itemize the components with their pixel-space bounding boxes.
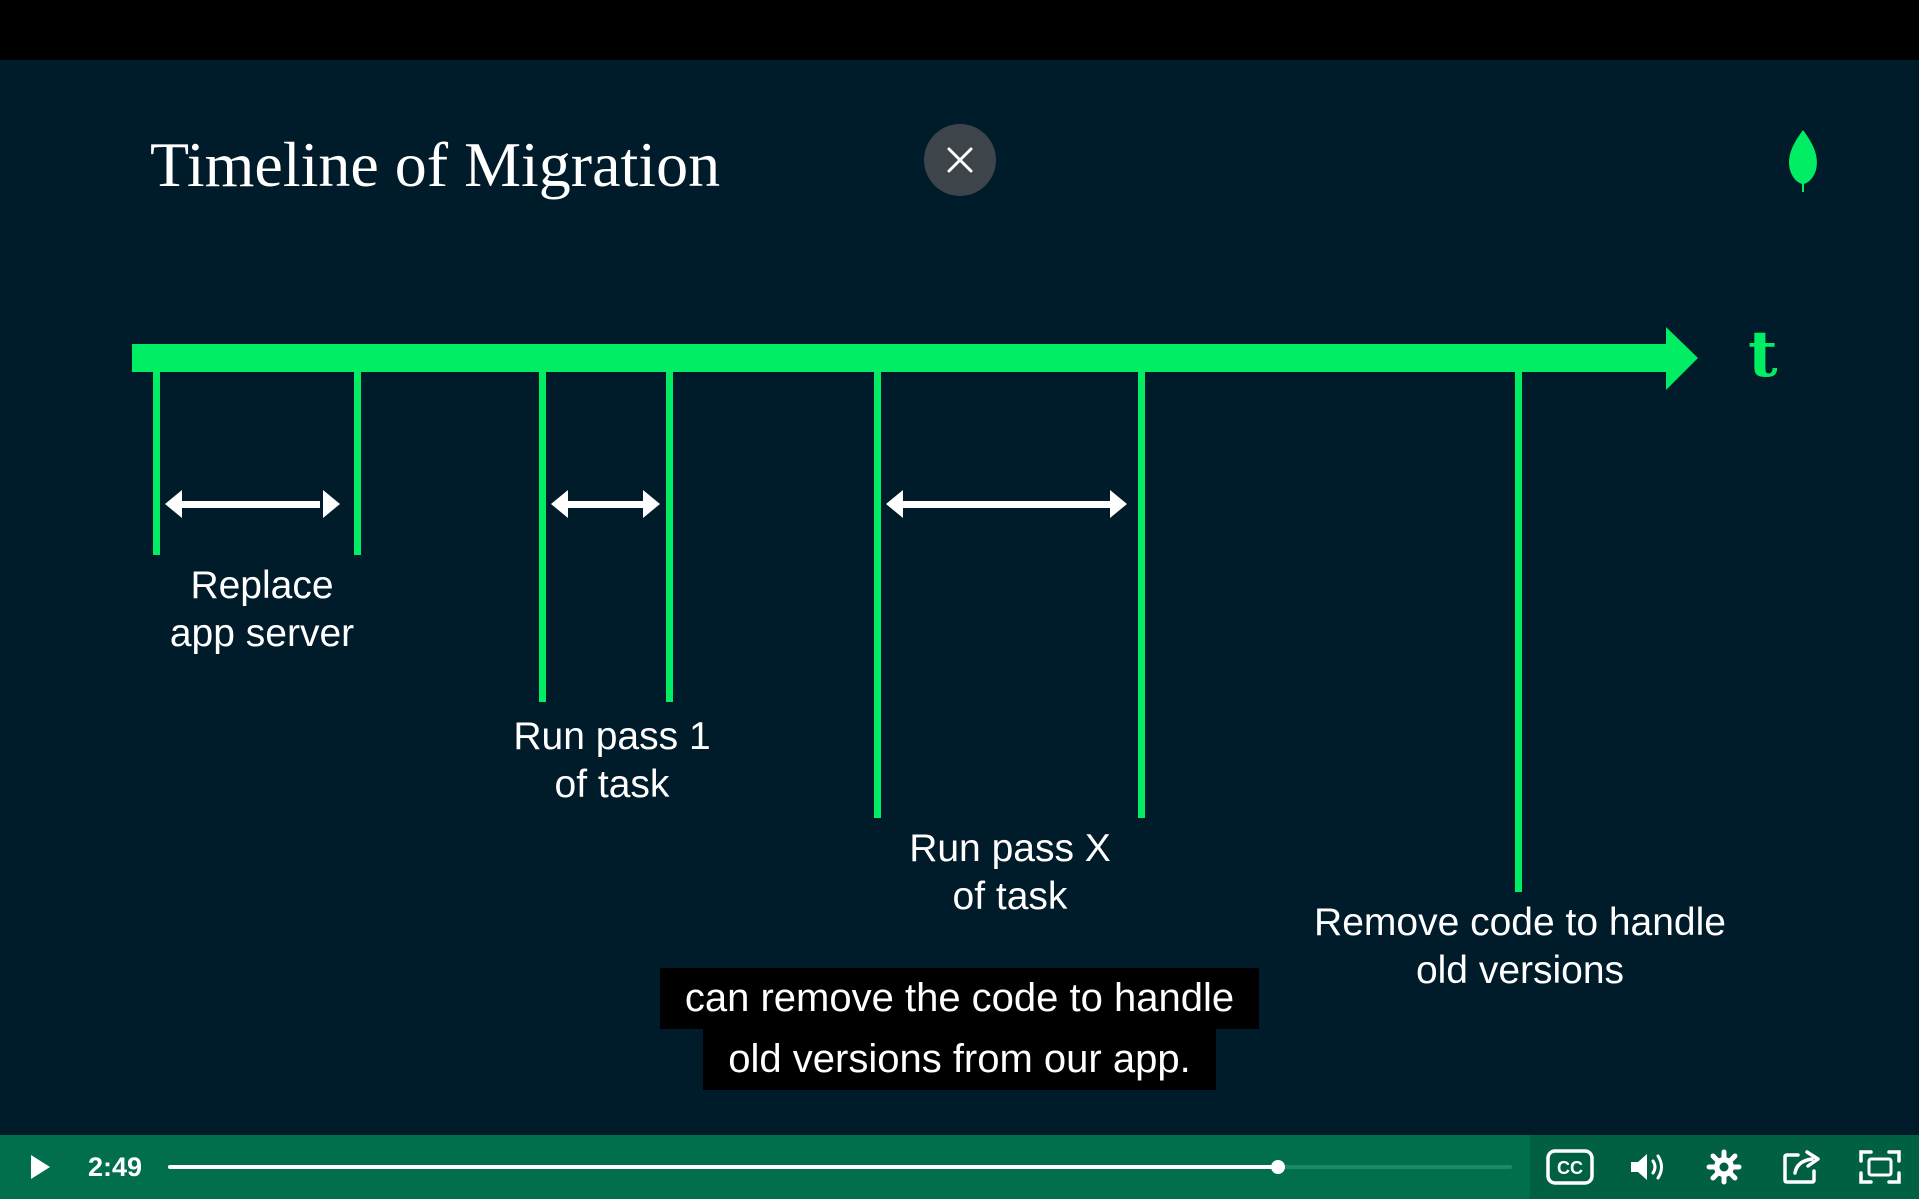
share-button[interactable] [1776, 1143, 1828, 1191]
timeline-diagram [132, 327, 1698, 892]
close-button[interactable] [924, 124, 996, 196]
label-replace-app-server: Replace app server [152, 562, 372, 658]
timeline-arrow-shaft [132, 344, 1672, 372]
label-line: of task [952, 875, 1068, 918]
slide-title: Timeline of Migration [150, 129, 721, 200]
label-run-pass-x: Run pass X of task [890, 825, 1130, 921]
caption-line: can remove the code to handle [659, 968, 1260, 1029]
timeline-arrow-head [1666, 327, 1698, 390]
fullscreen-button[interactable] [1852, 1143, 1908, 1191]
volume-icon [1631, 1154, 1663, 1180]
time-axis-label: t [1748, 317, 1778, 392]
label-line: Run pass X [909, 827, 1111, 870]
current-time: 2:49 [88, 1152, 143, 1182]
play-icon [31, 1155, 50, 1179]
label-line: Remove code to handle [1314, 901, 1726, 944]
gear-icon [1706, 1149, 1742, 1185]
label-line: app server [169, 612, 355, 655]
marker-passx-end [1138, 360, 1145, 818]
span-arrow-pass1 [551, 490, 660, 518]
svg-text:CC: CC [1557, 1158, 1583, 1178]
marker-passx-start [874, 360, 881, 818]
label-run-pass-1: Run pass 1 of task [502, 713, 722, 809]
marker-pass1-end [666, 360, 673, 702]
marker-replace-end [354, 360, 361, 555]
progress-thumb[interactable] [1271, 1160, 1286, 1174]
marker-replace-start [153, 360, 160, 555]
video-control-bar: 2:49 CC [0, 1135, 1919, 1199]
video-frame-slide: Timeline of Migration t Replace app serv… [0, 60, 1919, 1135]
control-buttons-group: CC [1530, 1135, 1919, 1199]
share-icon [1783, 1150, 1820, 1184]
subtitle-caption: can remove the code to handle old versio… [0, 968, 1919, 1090]
label-line: of task [554, 763, 670, 806]
label-line: Replace [190, 564, 334, 607]
caption-line: old versions from our app. [703, 1029, 1216, 1090]
span-arrow-passx [886, 490, 1127, 518]
marker-remove-code [1515, 360, 1522, 892]
play-button[interactable] [14, 1143, 66, 1191]
progress-bar[interactable] [168, 1160, 1512, 1174]
marker-pass1-start [539, 360, 546, 702]
close-icon [947, 147, 973, 173]
span-arrow-replace [165, 490, 340, 518]
fullscreen-icon [1859, 1150, 1901, 1184]
label-line: old versions [1415, 949, 1625, 992]
leaf-icon [1789, 130, 1817, 192]
settings-button[interactable] [1698, 1143, 1750, 1191]
label-line: Run pass 1 [513, 715, 711, 758]
closed-captions-button[interactable]: CC [1540, 1143, 1600, 1191]
label-remove-code: Remove code to handle old versions [1280, 899, 1760, 995]
closed-captions-icon: CC [1546, 1149, 1594, 1185]
top-letterbox-bar [0, 0, 1919, 60]
volume-button[interactable] [1622, 1143, 1674, 1191]
progress-played [168, 1165, 1279, 1169]
